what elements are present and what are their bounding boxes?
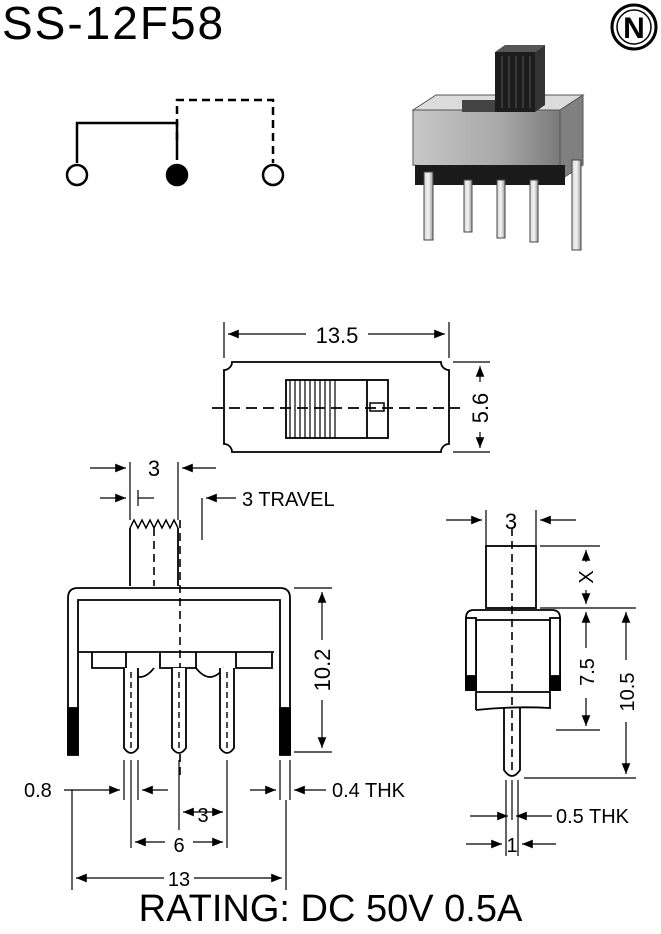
- dim-total-width: 13: [168, 869, 190, 891]
- dim-travel: 3 TRAVEL: [242, 489, 335, 511]
- dim-side-thk: 0.5 THK: [556, 806, 630, 828]
- dim-pin-thk: 0.4 THK: [332, 780, 406, 802]
- dim-pin-width: 0.8: [24, 780, 52, 802]
- logo-letter: N: [623, 12, 645, 45]
- dim-side-7-5: 7.5: [577, 658, 599, 686]
- side-view: 3 X 7.5 10.5: [446, 509, 639, 857]
- dim-side-10-5: 10.5: [617, 673, 639, 712]
- dim-side-pin: 1: [506, 835, 517, 857]
- dim-side-x: X: [576, 570, 598, 583]
- front-view: 3 3 TRAVEL 10.2: [24, 456, 406, 891]
- top-view: 13.5 5.6: [212, 322, 493, 453]
- rating-text: RATING: DC 50V 0.5A: [138, 888, 523, 930]
- part-number-title: SS-12F58: [2, 0, 226, 49]
- dim-side-stem-width: 3: [505, 509, 517, 534]
- dim-top-width: 13.5: [316, 323, 359, 348]
- dim-pin-span: 6: [173, 835, 184, 857]
- dim-top-height: 5.6: [468, 393, 493, 424]
- dim-pitch: 3: [197, 805, 208, 827]
- switch-3d-render: [411, 45, 585, 251]
- switch-schematic: [65, 98, 285, 187]
- dim-body-height: 10.2: [310, 649, 335, 692]
- dim-stem-width: 3: [148, 456, 160, 481]
- brand-logo: N: [610, 3, 658, 51]
